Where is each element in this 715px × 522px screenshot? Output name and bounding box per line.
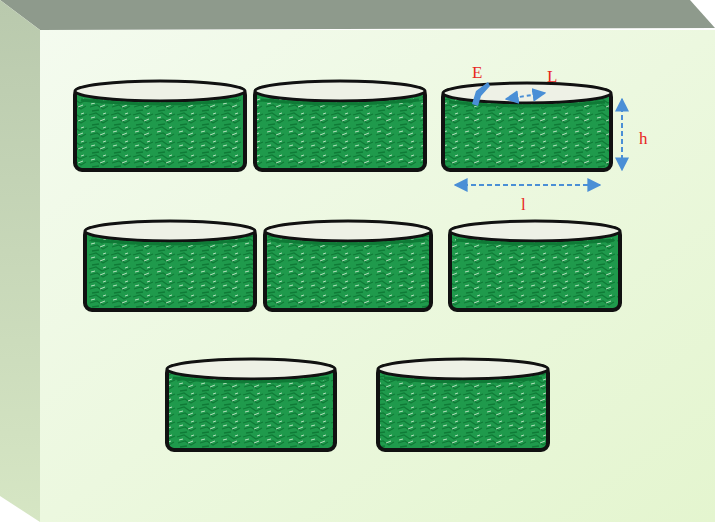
planter-grass-edge — [384, 378, 542, 382]
planter-rim — [75, 81, 245, 101]
planter-rim — [450, 221, 620, 241]
planter-box — [75, 81, 245, 170]
planter-rim — [443, 83, 611, 103]
dimension-label: l — [520, 196, 527, 213]
planter-rim — [167, 359, 335, 379]
planter-grass-edge — [261, 100, 419, 104]
planter-grass-edge — [173, 378, 329, 382]
wall-front — [40, 30, 715, 522]
planter-grass-edge — [456, 240, 614, 244]
wall-side — [0, 0, 40, 522]
planter-box — [443, 83, 611, 170]
dimension-label: L — [546, 68, 558, 85]
planter-box — [167, 359, 335, 450]
planter-box — [378, 359, 548, 450]
planter-box — [265, 221, 431, 310]
dimension-label: E — [471, 64, 483, 81]
planter-grass-edge — [91, 240, 249, 244]
dimension-label: h — [638, 130, 649, 147]
planter-grass-edge — [271, 240, 425, 244]
planter-rim — [85, 221, 255, 241]
planter-box — [450, 221, 620, 310]
planter-rim — [378, 359, 548, 379]
planter-rim — [265, 221, 431, 241]
planter-box — [255, 81, 425, 170]
dimension-arrows — [455, 82, 622, 185]
planter-rim — [255, 81, 425, 101]
wall-top — [0, 0, 715, 30]
planter-grass-edge — [81, 100, 239, 104]
planter-box — [85, 221, 255, 310]
